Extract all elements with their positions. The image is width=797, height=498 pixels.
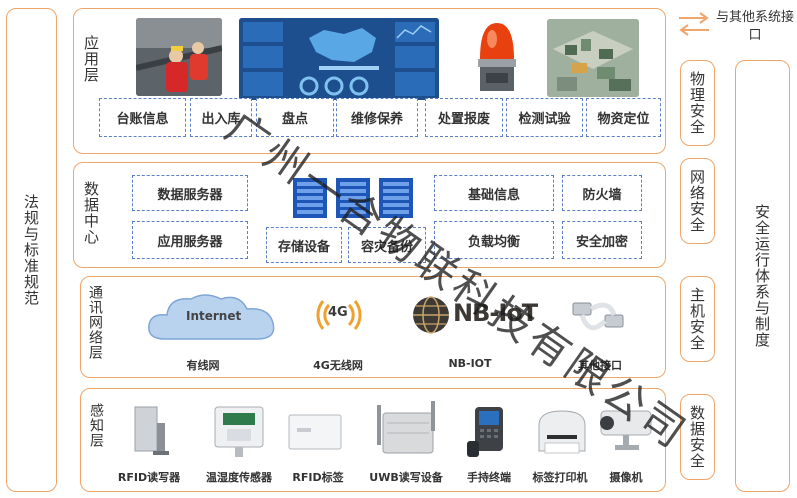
uwb-device-image [373, 399, 439, 457]
net-caption-other: 其他接口 [578, 359, 622, 372]
application-layer: 应用层 [73, 8, 666, 154]
sense-caption-printer: 标签打印机 [532, 471, 588, 484]
alarm-light-image [474, 19, 520, 97]
app-item-maintenance: 维修保养 [336, 98, 418, 137]
app-item-inventory: 盘点 [256, 98, 334, 137]
datacenter-layer: 数据中心 数据服务器 应用服务器 [73, 162, 666, 268]
datacenter-layer-label: 数据中心 [82, 181, 100, 245]
temp-humidity-sensor-image [209, 403, 269, 459]
dc-app-server: 应用服务器 [132, 221, 248, 259]
app-item-positioning: 物资定位 [586, 98, 661, 137]
internet-cloud-icon [143, 289, 283, 349]
4g-signal-icon [315, 291, 363, 343]
label-printer-image [533, 405, 591, 457]
right-panel: 安全运行体系与制度 [735, 60, 790, 492]
interface-label: 与其他系统接口 [716, 10, 795, 43]
nbiot-globe-icon [411, 295, 451, 335]
rfid-tag-image [287, 413, 343, 451]
app-item-disposal: 处置报废 [425, 98, 503, 137]
net-caption-nbiot: NB-IOT [448, 357, 492, 370]
right-panel-title: 安全运行体系与制度 [753, 204, 771, 348]
perception-layer-label: 感知层 [88, 403, 104, 448]
4g-label: 4G [328, 305, 348, 320]
net-caption-4g: 4G无线网 [313, 359, 363, 372]
dc-storage: 存储设备 [266, 227, 342, 263]
internet-label: Internet [186, 309, 242, 323]
interface-arrow-icon [676, 9, 712, 39]
handheld-terminal-image [459, 401, 515, 459]
dc-encryption: 安全加密 [562, 221, 642, 259]
network-layer: 通讯网络层 Internet 4G NB-IoT [80, 276, 666, 378]
dc-basic-info: 基础信息 [434, 175, 554, 211]
rfid-reader-image [127, 403, 171, 459]
app-item-inout: 出入库 [190, 98, 252, 137]
security-physical: 物理安全 [680, 60, 715, 146]
application-layer-label: 应用层 [82, 35, 100, 83]
sense-caption-temp: 温湿度传感器 [206, 471, 272, 484]
dc-firewall: 防火墙 [562, 175, 642, 211]
security-host: 主机安全 [680, 276, 715, 362]
net-caption-wired: 有线网 [186, 359, 220, 372]
security-network: 网络安全 [680, 158, 715, 244]
camera-image [593, 405, 657, 453]
left-panel: 法规与标准规范 [6, 8, 57, 492]
sense-caption-camera: 摄像机 [609, 471, 643, 484]
workers-photo [136, 18, 222, 96]
sense-caption-handheld: 手持终端 [467, 471, 511, 484]
serial-cable-icon [569, 293, 629, 341]
sense-caption-rfid-tag: RFID标签 [292, 471, 344, 484]
sense-caption-rfid-reader: RFID读写器 [117, 471, 181, 484]
sense-caption-uwb: UWB读写设备 [369, 471, 443, 484]
network-layer-label: 通讯网络层 [87, 285, 103, 360]
nbiot-logo-text: NB-IoT [453, 299, 538, 327]
dc-backup: 容灾备份 [348, 227, 426, 263]
perception-layer: 感知层 [80, 388, 666, 492]
app-item-testing: 检测试验 [506, 98, 583, 137]
app-item-ledger: 台账信息 [99, 98, 186, 137]
left-panel-title: 法规与标准规范 [22, 194, 40, 306]
dc-data-server: 数据服务器 [132, 175, 248, 211]
server-rack-icon [289, 176, 419, 220]
dashboard-screenshot [239, 18, 439, 100]
security-data: 数据安全 [680, 394, 715, 480]
warehouse-3d-image [547, 19, 639, 97]
dc-load-balance: 负载均衡 [434, 221, 554, 259]
